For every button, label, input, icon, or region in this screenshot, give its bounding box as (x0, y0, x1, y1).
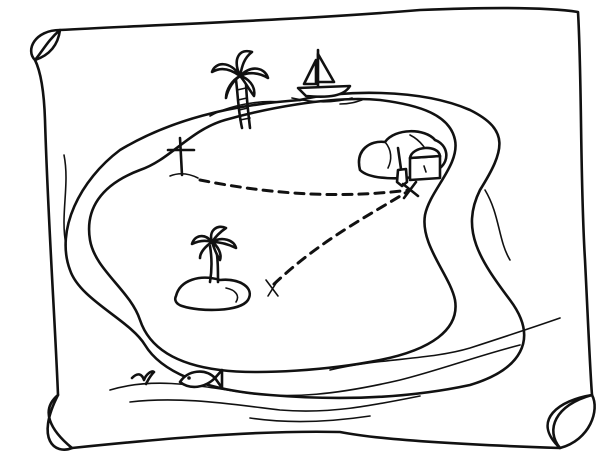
treasure-chest-icon (408, 146, 442, 182)
outer-shoreline (64, 91, 526, 400)
x-mark-treasure-icon (401, 180, 420, 200)
palm-tree-icon (210, 49, 270, 130)
fish-tail-icon (130, 370, 156, 386)
parchment-paper (29, 6, 596, 451)
fish-icon (178, 368, 224, 390)
island-outline (87, 97, 457, 374)
x-mark-start-icon (265, 279, 279, 297)
small-island-icon (173, 225, 251, 312)
sailboat-icon (291, 48, 363, 105)
cross-grave-icon (166, 136, 199, 179)
sea-waves (63, 154, 561, 423)
